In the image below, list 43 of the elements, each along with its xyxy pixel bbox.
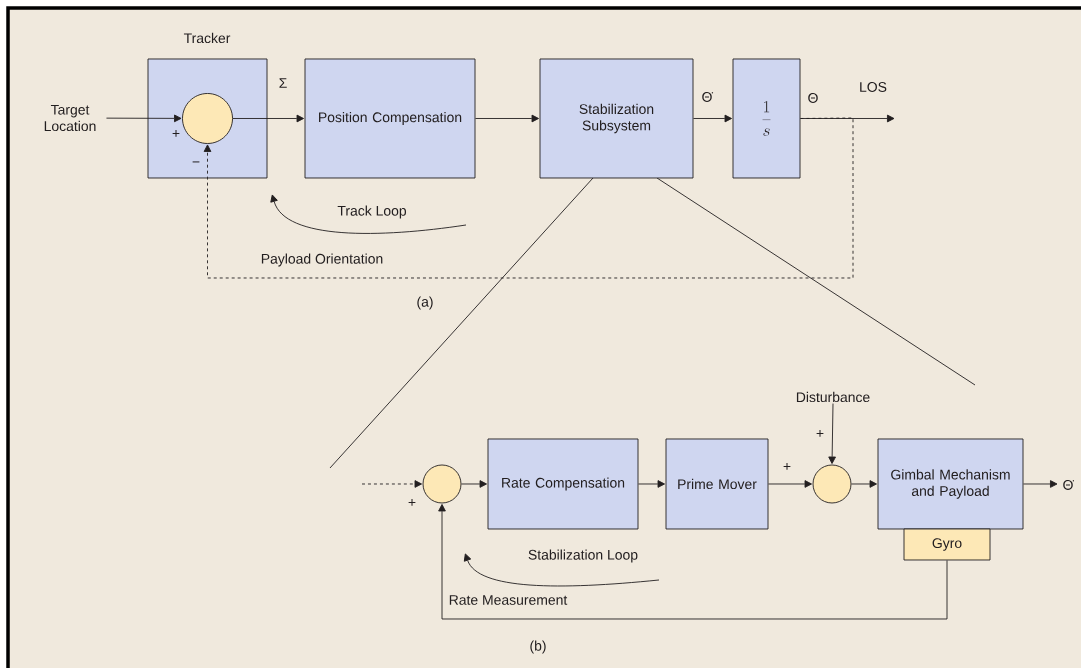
panel-label: (b) [530, 640, 546, 654]
process-box: Stabilization Subsystem [539, 58, 694, 179]
signal-label: LOS [860, 82, 887, 92]
arrow [1023, 480, 1058, 488]
process-box: Rate Compensation [487, 438, 639, 530]
summing-junction [812, 464, 852, 504]
transfer-function-box: $\frac{1}{s}$ [732, 58, 801, 179]
loop-label: Stabilization Loop [528, 549, 638, 563]
edge-label: Σ [279, 78, 287, 88]
arrow [851, 480, 877, 488]
panel-label: (a) [417, 296, 433, 310]
arrow [693, 114, 732, 123]
sign-label: + [408, 498, 416, 506]
process-box: Position Compensation [304, 58, 476, 179]
arrow [461, 480, 487, 488]
sign-label: − [192, 161, 200, 163]
process-box: Prime Mover [665, 438, 769, 530]
sign-label: + [816, 429, 824, 437]
arrow [203, 117, 854, 279]
edge-label: Θ̇ [702, 92, 714, 102]
edge-label: Θ̇ [1063, 480, 1075, 490]
arrow [106, 114, 182, 123]
arrow [232, 114, 304, 123]
sensor-box: Gyro [903, 528, 991, 561]
arrow [638, 480, 665, 488]
arrow [768, 480, 812, 488]
arrow [800, 114, 895, 123]
input-label: Disturbance [796, 391, 870, 403]
arrow [438, 504, 948, 620]
summing-junction [182, 93, 233, 144]
process-box: Gimbal Mechanism and Payload [877, 438, 1024, 530]
edge-label: Θ [808, 93, 818, 103]
loop-label: Track Loop [337, 205, 407, 219]
arrow [828, 403, 836, 464]
edge-label: Rate Measurement [449, 595, 568, 605]
arrow [361, 480, 422, 488]
edge-label: Payload Orientation [261, 253, 383, 267]
summing-junction [422, 464, 462, 504]
node-label: Tracker [183, 32, 231, 44]
sign-label: + [172, 130, 180, 137]
sign-label: + [783, 462, 791, 470]
input-label: Target Location [44, 104, 96, 132]
arrow [475, 114, 539, 123]
